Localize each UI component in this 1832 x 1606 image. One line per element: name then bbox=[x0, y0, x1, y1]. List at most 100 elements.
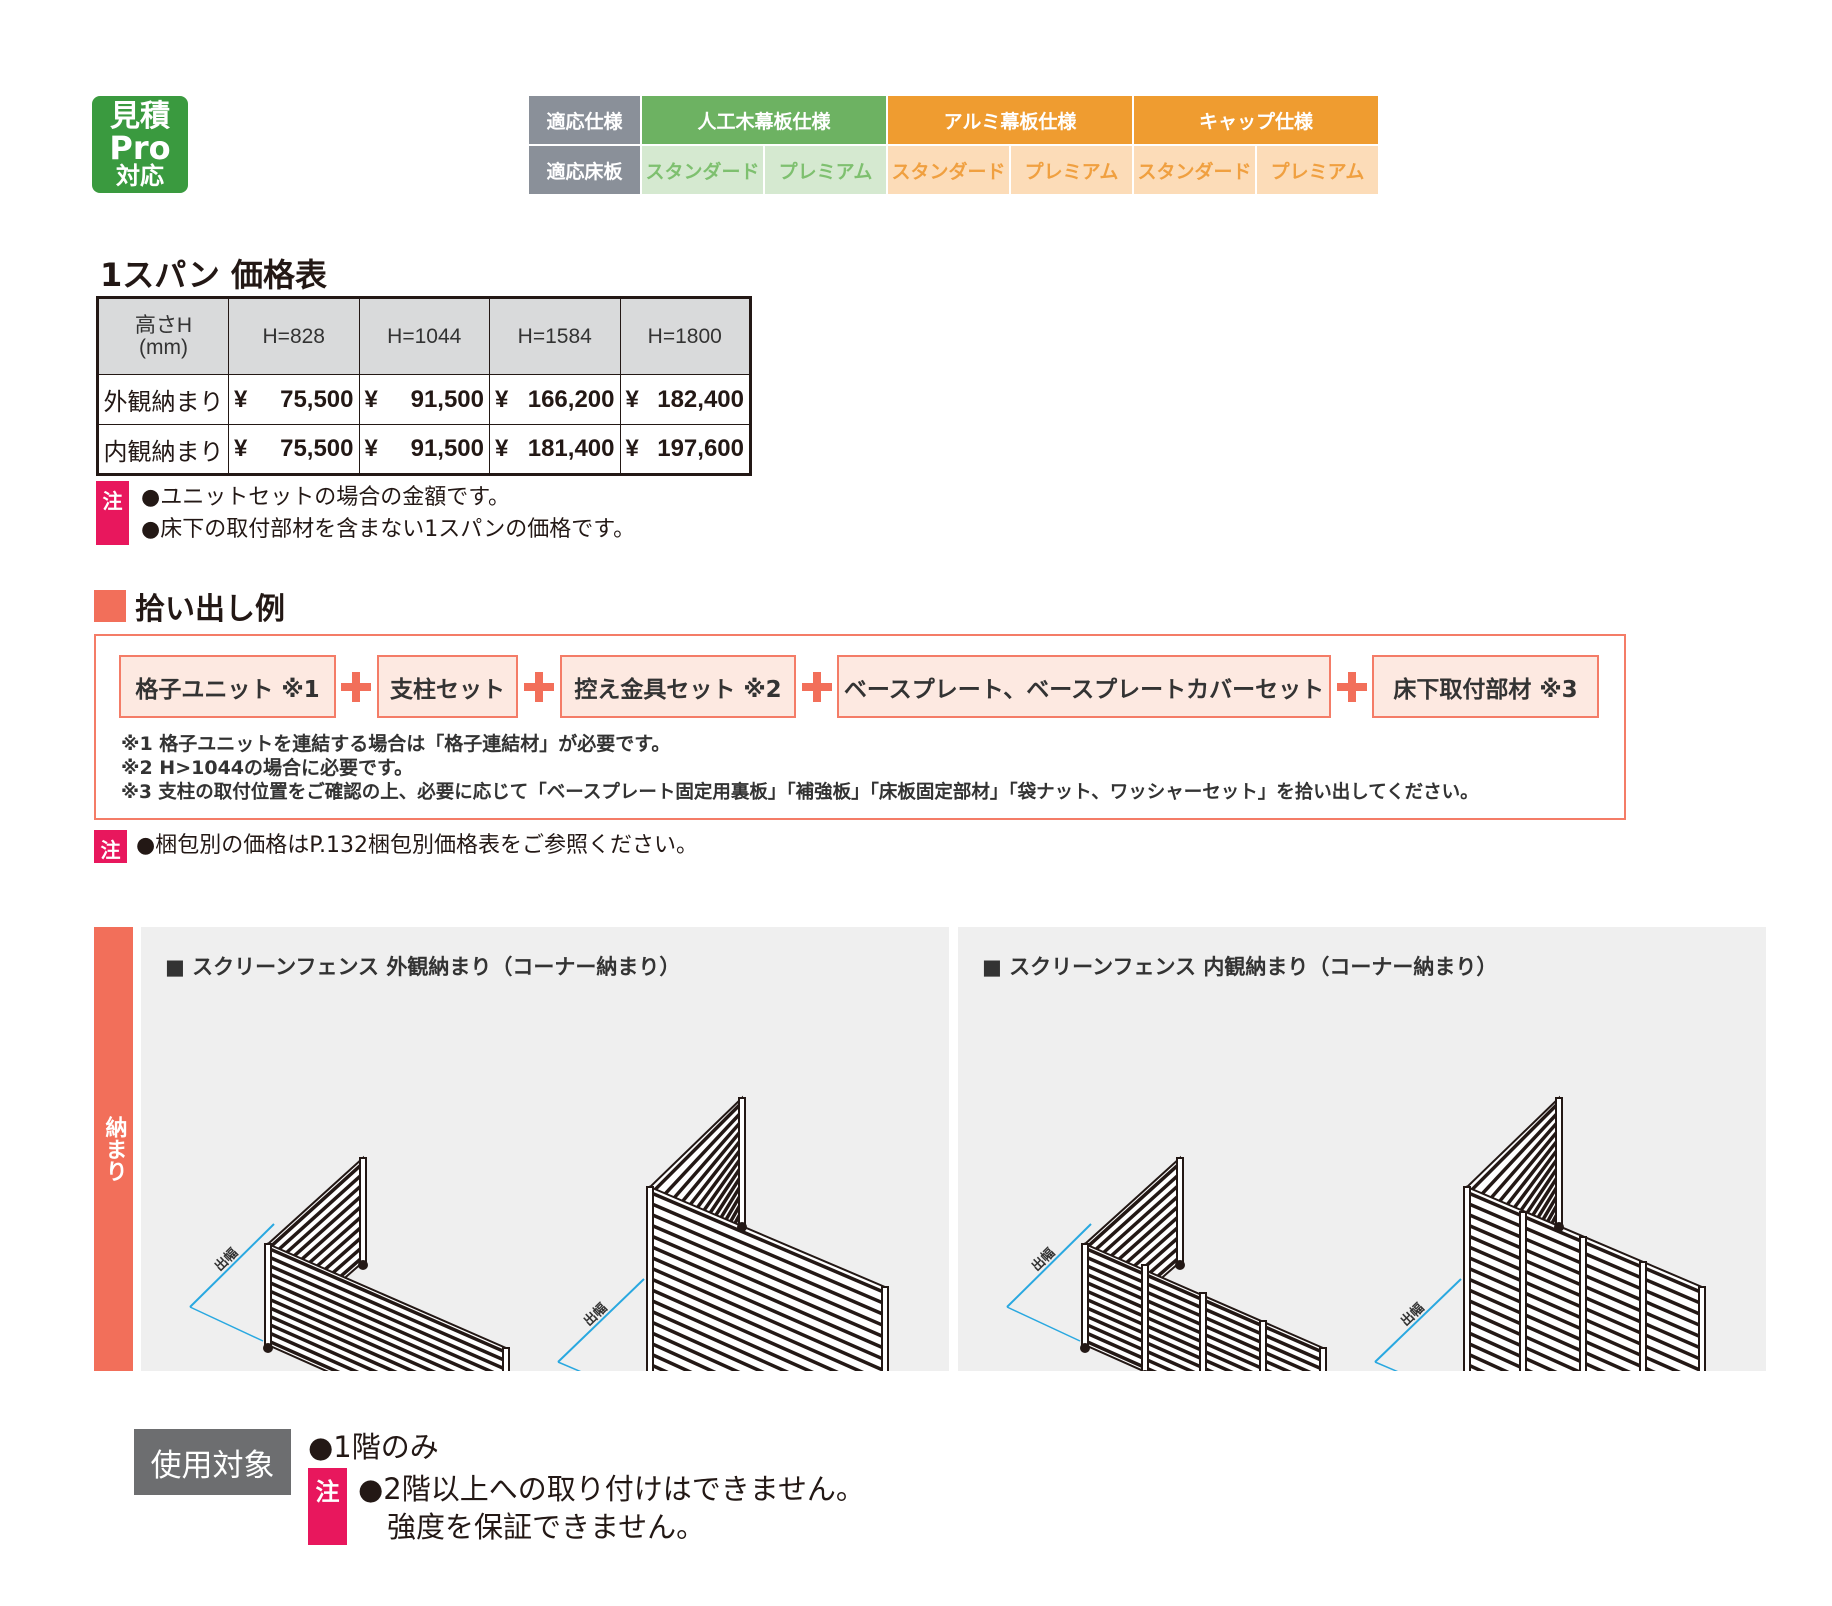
fence-post bbox=[359, 1157, 367, 1263]
fence-slat bbox=[649, 1330, 741, 1371]
fence-slat bbox=[267, 1255, 507, 1363]
dimension-line bbox=[1006, 1223, 1092, 1308]
price-value: 75,500 bbox=[280, 435, 354, 462]
dimension-label: 出幅 bbox=[1398, 1300, 1428, 1330]
logo-line: 対応 bbox=[116, 162, 164, 190]
fence-slat bbox=[648, 1101, 744, 1196]
table-header: 高さH(mm) H=828 H=1044 H=1584 H=1800 bbox=[97, 297, 751, 375]
yen: ¥ bbox=[625, 435, 639, 462]
price-cell: ¥181,400 bbox=[489, 424, 621, 475]
fence-post bbox=[264, 1243, 272, 1346]
floor-option: プレミアム bbox=[765, 146, 886, 194]
fence-slat bbox=[649, 1276, 864, 1371]
price-value: 181,400 bbox=[527, 435, 615, 462]
base-plate bbox=[1554, 1222, 1564, 1232]
header-unit: (mm) bbox=[139, 335, 188, 359]
pickup-item: 格子ユニット ※1 bbox=[119, 655, 336, 718]
height-header: 高さH(mm) bbox=[97, 297, 229, 375]
fence-slat bbox=[649, 1319, 765, 1371]
note-badge: 注 bbox=[308, 1468, 347, 1545]
spec-row-label: 適応仕様 bbox=[529, 96, 640, 144]
fence-slat bbox=[267, 1263, 507, 1371]
floor-option: スタンダード bbox=[888, 146, 1009, 194]
diagram-panel-inner: ■ スクリーンフェンス 内観納まり（コーナー納まり） 出幅間口出幅間口 bbox=[958, 927, 1766, 1371]
fence-slat bbox=[649, 1244, 886, 1351]
dimension-line bbox=[557, 1278, 645, 1363]
price-value: 197,600 bbox=[657, 435, 744, 462]
yen: ¥ bbox=[495, 385, 509, 413]
fence-post bbox=[1176, 1157, 1184, 1263]
fence-slat bbox=[649, 1287, 839, 1371]
dimension-extension bbox=[557, 1361, 582, 1371]
price-table: 高さH(mm) H=828 H=1044 H=1584 H=1800 外観納まり… bbox=[96, 296, 752, 476]
price-cell: ¥166,200 bbox=[489, 374, 621, 425]
dimension-extension bbox=[1006, 1306, 1081, 1342]
yen: ¥ bbox=[625, 385, 639, 413]
price-line: ¥182,400 bbox=[626, 386, 745, 414]
fence-slat bbox=[1083, 1172, 1182, 1261]
yen: ¥ bbox=[495, 435, 509, 462]
fence-slat bbox=[1084, 1330, 1177, 1371]
price-line: ¥75,500 bbox=[234, 435, 354, 463]
pickup-box bbox=[94, 634, 1626, 820]
floor-options: スタンダードプレミアム bbox=[1134, 146, 1378, 194]
price-table-title: 1スパン 価格表 bbox=[100, 256, 328, 294]
fence-slat bbox=[266, 1161, 365, 1251]
note-badge: 注 bbox=[94, 830, 127, 863]
price-value: 91,500 bbox=[410, 385, 484, 413]
price-line: ¥91,500 bbox=[365, 386, 485, 414]
base-plate bbox=[1175, 1260, 1185, 1270]
fence-slat bbox=[649, 1255, 886, 1362]
fence-slat bbox=[267, 1339, 341, 1371]
pickup-footnote: ※1 格子ユニットを連結する場合は「格子連結材」が必要です。 bbox=[121, 733, 671, 755]
price-cell: ¥75,500 bbox=[228, 424, 360, 475]
fence-post bbox=[1463, 1186, 1471, 1371]
plus-icon bbox=[341, 672, 371, 702]
fence-post bbox=[1141, 1264, 1149, 1371]
floor-options: スタンダードプレミアム bbox=[888, 146, 1132, 194]
pickup-title: 拾い出し例 bbox=[135, 592, 285, 627]
floor-option: プレミアム bbox=[1257, 146, 1378, 194]
fence-slat bbox=[649, 1298, 814, 1371]
price-cell: ¥182,400 bbox=[619, 374, 751, 425]
note-badge: 注 bbox=[96, 481, 129, 545]
plus-icon bbox=[524, 672, 554, 702]
fence-post bbox=[1259, 1320, 1267, 1371]
pickup-item: 床下取付部材 ※3 bbox=[1372, 655, 1599, 718]
fence-slat bbox=[1465, 1101, 1561, 1196]
floor-option: プレミアム bbox=[1011, 146, 1132, 194]
fence-post bbox=[1555, 1097, 1563, 1225]
fence-slat bbox=[1084, 1339, 1158, 1371]
package-note: ●梱包別の価格はP.132梱包別価格表をご参照ください。 bbox=[136, 833, 699, 858]
height-col: H=1800 bbox=[619, 297, 751, 375]
fence-post bbox=[502, 1347, 510, 1371]
fence-post bbox=[1319, 1347, 1327, 1371]
fence-slat bbox=[267, 1322, 379, 1371]
price-line: ¥181,400 bbox=[495, 435, 615, 463]
table-row: 内観納まり ¥75,500 ¥91,500 ¥181,400 ¥197,600 bbox=[97, 424, 751, 475]
yen: ¥ bbox=[234, 385, 248, 413]
pickup-footnote: ※2 H>1044の場合に必要です。 bbox=[121, 757, 414, 779]
usage-notes: ●2階以上への取り付けはできません。 強度を保証できません。 bbox=[358, 1470, 865, 1546]
fence-slat bbox=[649, 1341, 717, 1371]
note-line: ●2階以上への取り付けはできません。 bbox=[358, 1472, 865, 1506]
diagram-panel-outer: ■ スクリーンフェンス 外観納まり（コーナー納まり） 出幅間口出幅間口 bbox=[141, 927, 949, 1371]
fence-slat bbox=[267, 1271, 495, 1371]
dimension-line bbox=[1374, 1278, 1462, 1363]
price-line: ¥166,200 bbox=[495, 386, 615, 414]
fence-post bbox=[881, 1286, 889, 1371]
pickup-item: 控え金具セット ※2 bbox=[560, 655, 796, 718]
price-line: ¥91,500 bbox=[365, 435, 485, 463]
fence-slat bbox=[1466, 1341, 1534, 1371]
side-label: 納まり bbox=[94, 927, 133, 1371]
logo-line: 見積 bbox=[110, 99, 170, 134]
yen: ¥ bbox=[234, 435, 248, 462]
note-line: 強度を保証できません。 bbox=[358, 1510, 706, 1544]
row-label: 外観納まり bbox=[97, 374, 229, 425]
price-cell: ¥75,500 bbox=[228, 374, 360, 425]
fence-slat bbox=[1466, 1319, 1582, 1371]
height-col: H=828 bbox=[228, 297, 360, 375]
price-cell: ¥91,500 bbox=[358, 374, 490, 425]
floor-options: スタンダードプレミアム bbox=[642, 146, 886, 194]
fence-slat bbox=[267, 1288, 456, 1371]
